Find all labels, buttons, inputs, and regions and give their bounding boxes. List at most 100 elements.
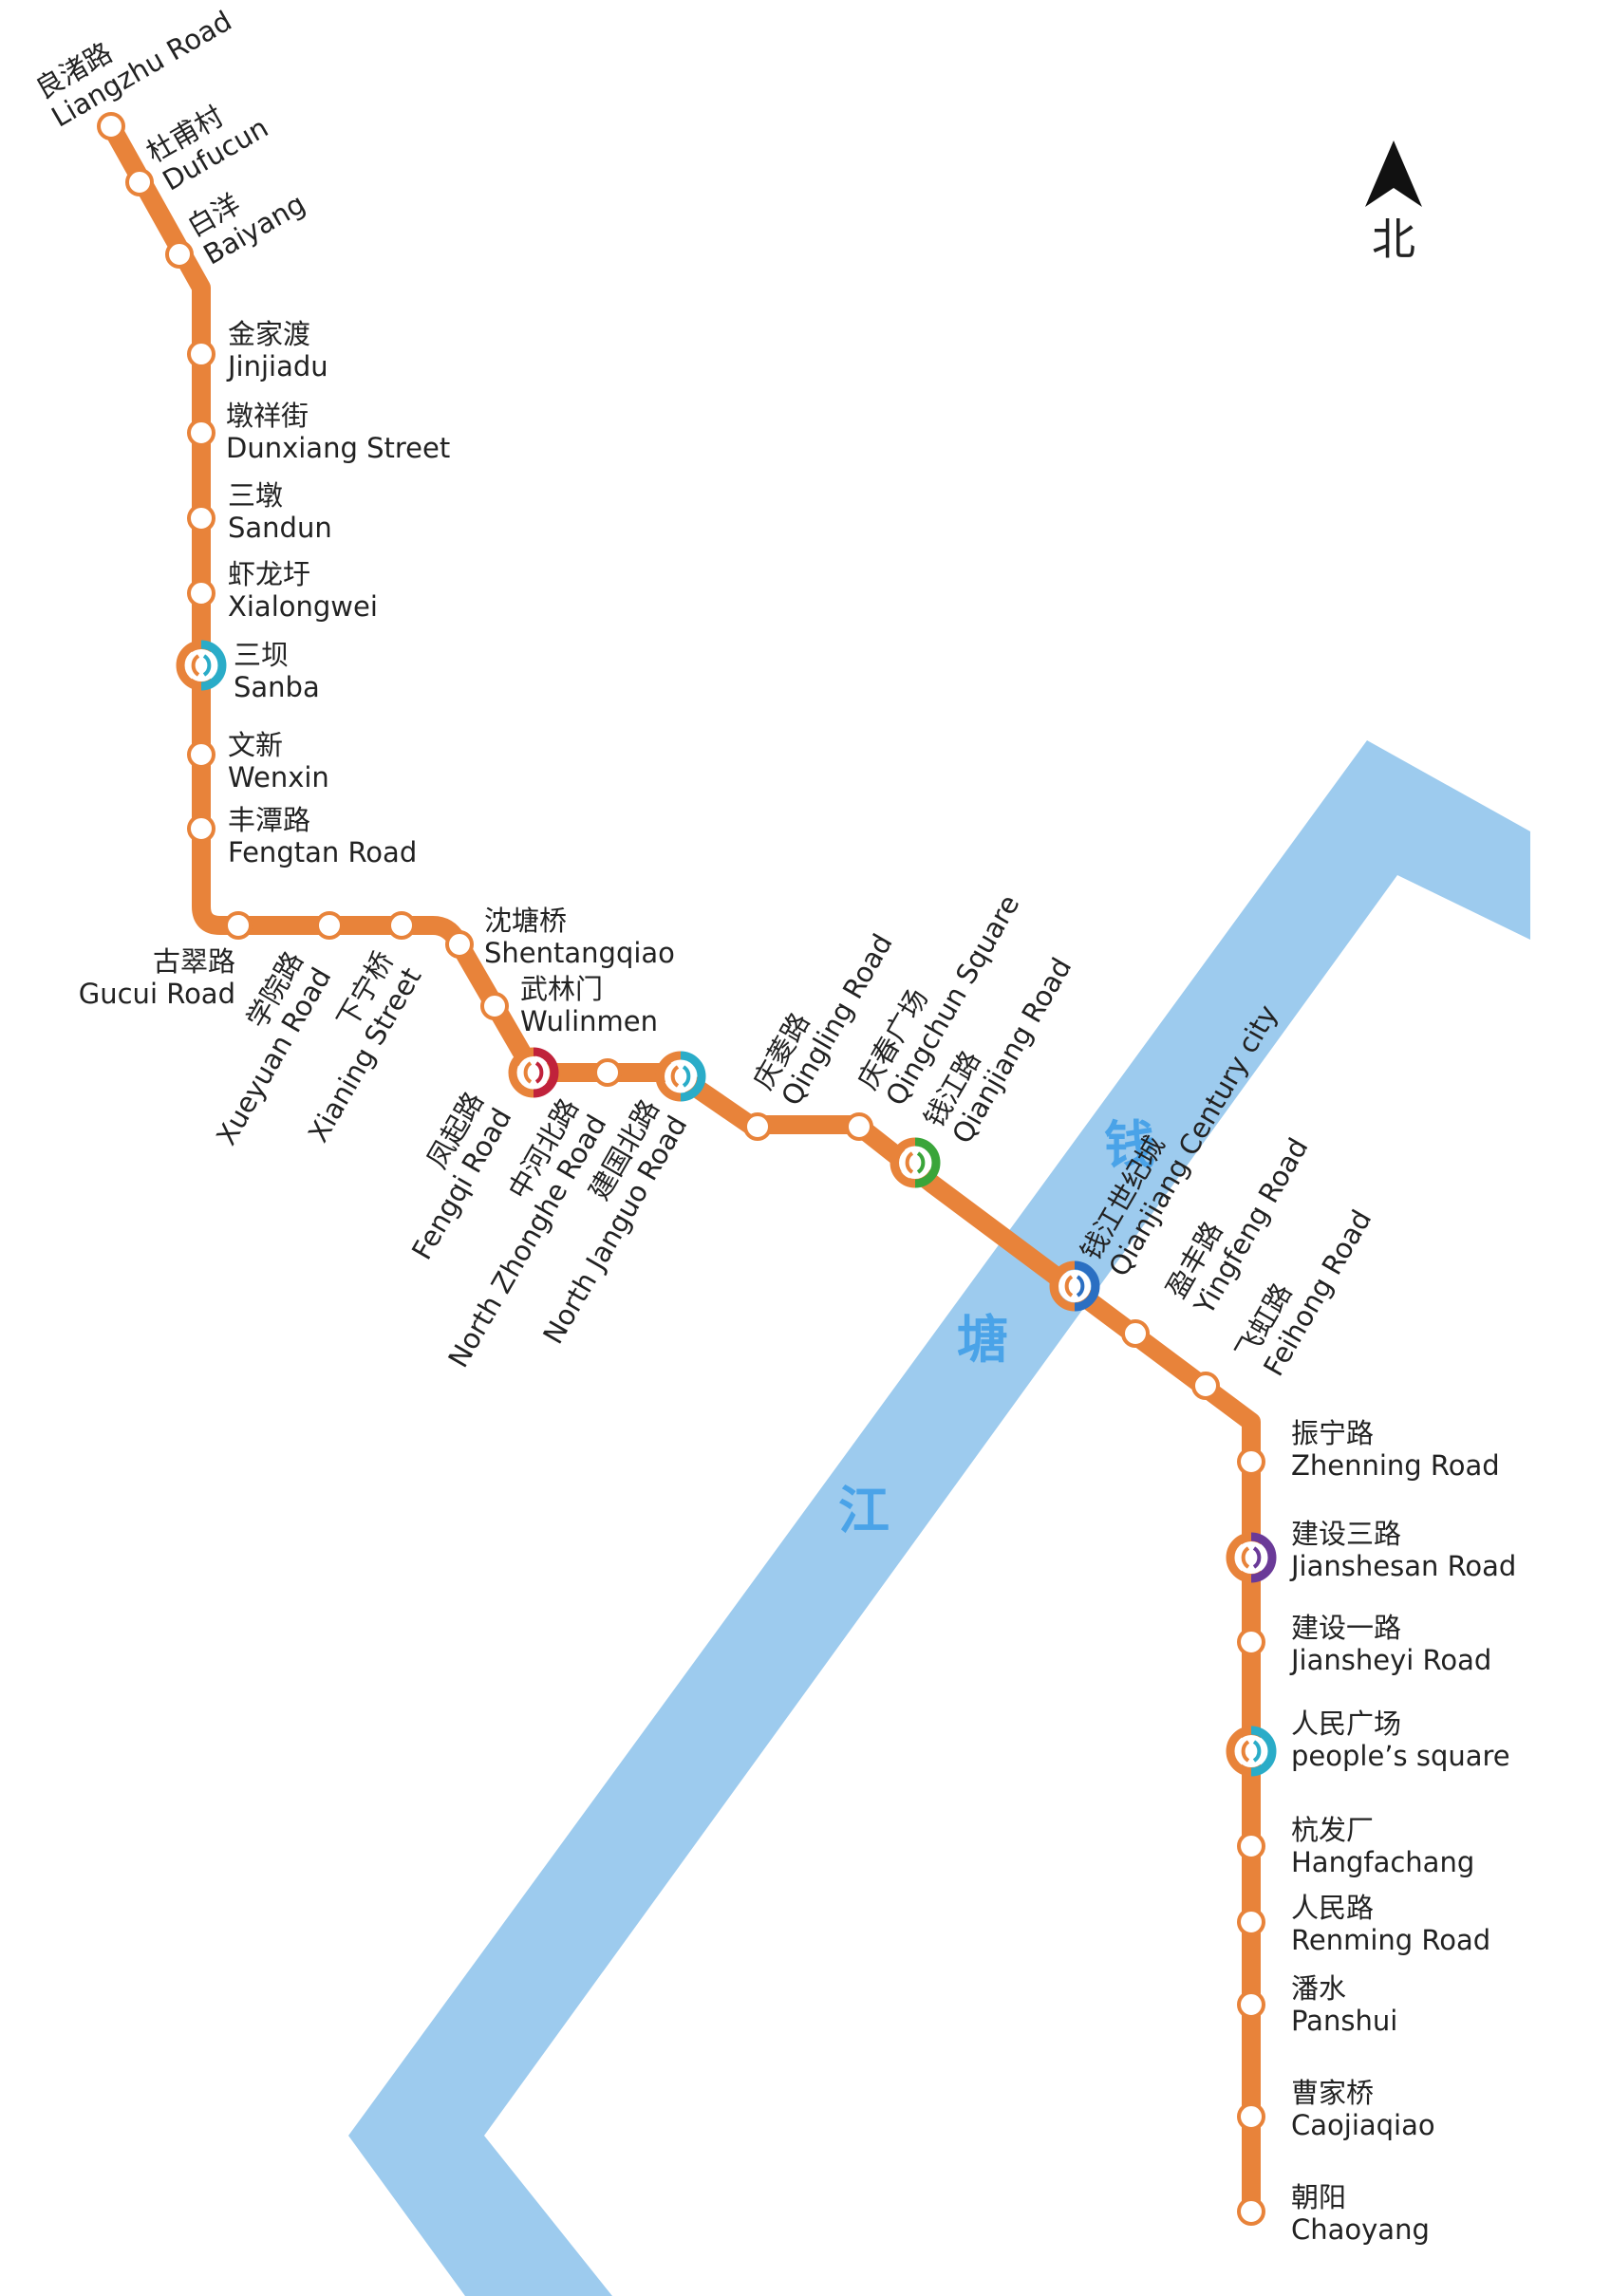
- station-dot-icon: [97, 112, 125, 140]
- transfer-inner-arc: [202, 654, 212, 677]
- transfer-ring-other-line: [1250, 1532, 1277, 1583]
- station-dot-icon: [187, 814, 215, 843]
- station-dot-icon: [1237, 1628, 1265, 1656]
- station-name-en: Shentangqiao: [484, 937, 675, 969]
- station-name-en: people’s square: [1291, 1740, 1510, 1772]
- station-name-cn: 虾龙圩: [228, 558, 310, 590]
- station-name-en: Sanba: [234, 671, 320, 703]
- station-name-cn: 朝阳: [1291, 2181, 1346, 2213]
- station-name-cn: 振宁路: [1291, 1417, 1374, 1449]
- transfer-inner-arc: [1241, 1740, 1250, 1763]
- transfer-station-icon: [185, 649, 217, 681]
- station-name-en: Wenxin: [228, 761, 329, 793]
- station-dot-icon: [1237, 1447, 1265, 1476]
- transfer-inner-arc: [670, 1065, 680, 1088]
- station-dot-icon: [593, 1058, 622, 1087]
- station-dot-icon: [445, 930, 474, 959]
- transfer-ring-line1: [508, 1047, 534, 1098]
- station-name-en: Zhenning Road: [1291, 1449, 1500, 1482]
- station-name-en: Caojiaqiao: [1291, 2109, 1435, 2141]
- station-dot-icon: [187, 740, 215, 769]
- station-dot-icon: [480, 992, 509, 1020]
- station-name-en: Dunxiang Street: [226, 432, 450, 464]
- station-name-cn: 金家渡: [228, 318, 310, 350]
- station-dot-icon: [187, 579, 215, 607]
- transfer-ring-other-line: [680, 1051, 706, 1102]
- station-name-cn: 人民路: [1291, 1892, 1374, 1924]
- station-dot-icon: [845, 1112, 873, 1141]
- station-dot-icon: [1237, 1990, 1265, 2019]
- river-name-char-1: 钱: [1104, 1115, 1155, 1175]
- transfer-ring-other-line: [1074, 1260, 1100, 1312]
- station-name-cn: 丰潭路: [228, 804, 310, 836]
- station-dot-icon: [743, 1112, 772, 1141]
- station-name-en: Sandun: [228, 512, 332, 544]
- station-dot-icon: [315, 911, 344, 940]
- station-name-en: Xialongwei: [228, 590, 378, 623]
- transfer-ring-other-line: [533, 1047, 559, 1098]
- station-name-en: Jiansheyi Road: [1289, 1644, 1491, 1676]
- station-dot-icon: [1237, 2197, 1265, 2226]
- station-dot-icon: [187, 504, 215, 532]
- river-name-char-2: 塘: [957, 1310, 1008, 1370]
- station-dot-icon: [1237, 2102, 1265, 2131]
- north-arrow: 北: [1365, 140, 1422, 265]
- transfer-inner-arc: [682, 1065, 691, 1088]
- station-name-cn: 沈塘桥: [484, 905, 567, 937]
- station-name-en: Jinjiadu: [226, 350, 328, 383]
- river-name-char-3: 江: [838, 1481, 890, 1540]
- transfer-station-icon: [1235, 1541, 1267, 1574]
- station-name-cn: 三坝: [234, 639, 289, 671]
- transfer-inner-arc: [523, 1061, 533, 1084]
- station-name-en: Jianshesan Road: [1289, 1550, 1516, 1582]
- station-dot-icon: [1237, 1832, 1265, 1860]
- qiantang-river: [348, 740, 1530, 2296]
- station-name-cn: 曹家桥: [1291, 2077, 1374, 2109]
- transfer-inner-arc: [916, 1151, 926, 1174]
- transfer-inner-arc: [1076, 1275, 1085, 1297]
- station-name-cn: 三墩: [228, 479, 283, 512]
- station-name-cn: 人民广场: [1291, 1708, 1401, 1740]
- station-dot-icon: [1121, 1319, 1150, 1348]
- station-name-cn: 文新: [228, 729, 283, 761]
- transfer-station-icon: [1235, 1735, 1267, 1767]
- transfer-ring-line1: [1226, 1726, 1252, 1777]
- transfer-inner-arc: [905, 1151, 914, 1174]
- station-name-cn: 古翠路: [153, 945, 235, 978]
- station-name-en: Fengtan Road: [228, 836, 417, 868]
- transfer-station-icon: [517, 1056, 550, 1089]
- station-name-cn: 杭发厂: [1291, 1814, 1374, 1846]
